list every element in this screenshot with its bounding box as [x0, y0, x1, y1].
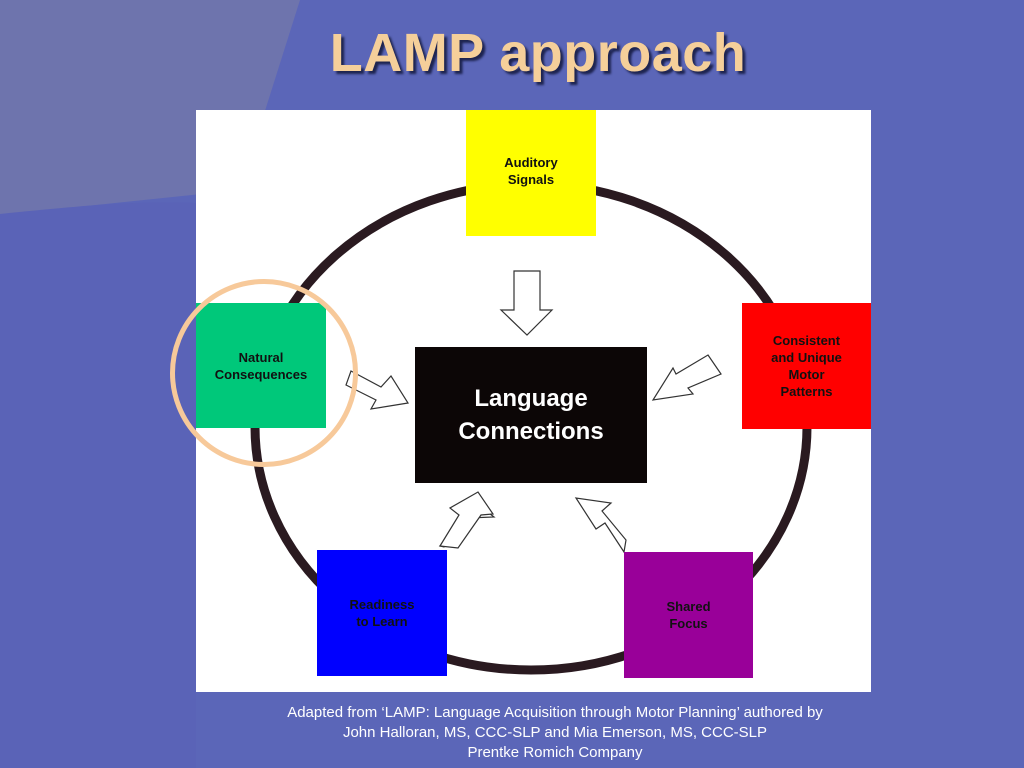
node-shared-focus: Shared Focus [624, 552, 753, 678]
node-consistent-label: Consistent and Unique Motor Patterns [771, 333, 842, 399]
node-auditory-signals: Auditory Signals [466, 110, 596, 236]
highlight-circle [170, 279, 358, 467]
node-consistent-motor-patterns: Consistent and Unique Motor Patterns [742, 303, 871, 429]
source-caption: Adapted from ‘LAMP: Language Acquisition… [196, 703, 914, 763]
node-shared-label: Shared Focus [666, 599, 711, 631]
caption-line-2: John Halloran, MS, CCC-SLP and Mia Emers… [342, 724, 768, 741]
node-readiness-label: Readiness to Learn [349, 597, 415, 629]
node-language-connections: Language Connections [415, 347, 647, 483]
arrow-from-auditory [499, 270, 554, 336]
node-center-label: Language Connections [458, 385, 604, 445]
caption-line-1: Adapted from ‘LAMP: Language Acquisition… [287, 704, 823, 721]
node-auditory-label: Auditory Signals [504, 155, 558, 187]
node-readiness-to-learn: Readiness to Learn [317, 550, 447, 676]
arrow-from-consistent [651, 354, 722, 401]
arrow-from-shared [574, 497, 627, 554]
caption-line-3: Prentke Romich Company [467, 744, 643, 761]
slide-title: LAMP approach [329, 23, 747, 83]
